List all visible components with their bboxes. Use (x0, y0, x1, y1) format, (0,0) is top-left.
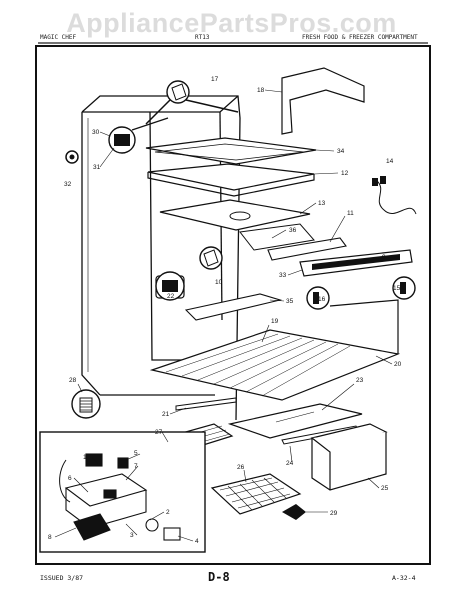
callout-35: 35 (286, 298, 294, 305)
top-channel (281, 67, 365, 135)
header-brand: MAGIC CHEF (40, 34, 77, 41)
thermostat-knob (114, 134, 130, 146)
crisper-drawer (310, 423, 388, 491)
shelf-bracket (184, 293, 283, 321)
glass-shelf (227, 403, 363, 439)
callout-11: 11 (347, 210, 354, 217)
header-model: RT13 (195, 34, 210, 41)
footer-code: A-32-4 (392, 574, 416, 582)
callout-5: 5 (134, 450, 138, 457)
callout-2: 2 (166, 509, 170, 516)
callout-14: 14 (386, 158, 394, 165)
callout-1: 1 (83, 454, 87, 461)
callout-20: 20 (394, 361, 402, 368)
callout-21: 21 (162, 411, 170, 418)
callout-28: 28 (69, 377, 77, 384)
switch-part-16 (313, 292, 319, 304)
callout-12: 12 (341, 170, 349, 177)
shelf-rail (175, 397, 237, 411)
callout-17: 17 (211, 76, 219, 83)
callout-31: 31 (93, 164, 101, 171)
control-slot (312, 254, 400, 270)
callout-18: 18 (257, 87, 265, 94)
harness-plug-2 (380, 176, 386, 184)
leader-lines (54, 89, 393, 542)
header-section: FRESH FOOD & FREEZER COMPARTMENT (302, 34, 418, 41)
callout-24: 24 (286, 460, 294, 467)
control-strip (267, 237, 347, 261)
callout-29: 29 (330, 510, 338, 517)
callout-15: 15 (393, 285, 401, 292)
knob (282, 504, 306, 520)
damper-part (203, 249, 219, 267)
cap-part (162, 280, 178, 292)
harness-plug-1 (372, 178, 378, 186)
callout-8: 8 (48, 534, 52, 541)
footer-page: D-8 (208, 570, 230, 584)
freezer-tray (147, 163, 315, 191)
callout-30: 30 (92, 129, 100, 136)
callout-32: 32 (64, 181, 72, 188)
switch-part-15 (400, 282, 406, 294)
callout-26: 26 (237, 464, 245, 471)
callout-36: 36 (289, 227, 297, 234)
light-bulb-part (171, 83, 187, 101)
callout-19: 19 (271, 318, 279, 325)
callout-6: 6 (68, 475, 72, 482)
fan-bracket (239, 223, 315, 251)
leader-17b (185, 99, 239, 113)
callout-25: 25 (381, 485, 389, 492)
callout-4: 4 (195, 538, 199, 545)
callout-33: 33 (279, 272, 287, 279)
screw-threads (80, 400, 92, 411)
inset-wire (59, 459, 71, 503)
leader-17a (145, 99, 171, 125)
inset-control-assembly (64, 453, 181, 541)
wire-shelf-upper (149, 299, 401, 401)
plug-button (69, 154, 75, 160)
callout-34: 34 (337, 148, 345, 155)
callout-23: 23 (356, 377, 364, 384)
freezer-shelf-inner (154, 143, 305, 161)
callout-22: 22 (167, 293, 175, 300)
freezer-shelf (145, 137, 317, 165)
leader-30 (131, 117, 169, 131)
callout-16: 16 (318, 296, 326, 303)
callout-13: 13 (318, 200, 326, 207)
evaporator-cover (159, 199, 311, 231)
callout-7: 7 (134, 463, 138, 470)
wire-harness (375, 179, 417, 215)
callout-10: 10 (215, 279, 223, 286)
glass-shelf-highlight (275, 411, 315, 423)
footer-issued: ISSUED 3/87 (40, 574, 84, 582)
callout-3: 3 (130, 532, 134, 539)
fan-grille (229, 211, 251, 221)
ice-tray (210, 473, 302, 515)
callout-27: 27 (155, 429, 163, 436)
diagram-frame (35, 45, 431, 565)
callout-labels: 1 2 3 4 5 6 7 8 9 10 11 12 13 14 15 16 1… (48, 76, 402, 545)
freezer-tray-edge (147, 172, 315, 197)
callout-9: 9 (382, 254, 386, 261)
